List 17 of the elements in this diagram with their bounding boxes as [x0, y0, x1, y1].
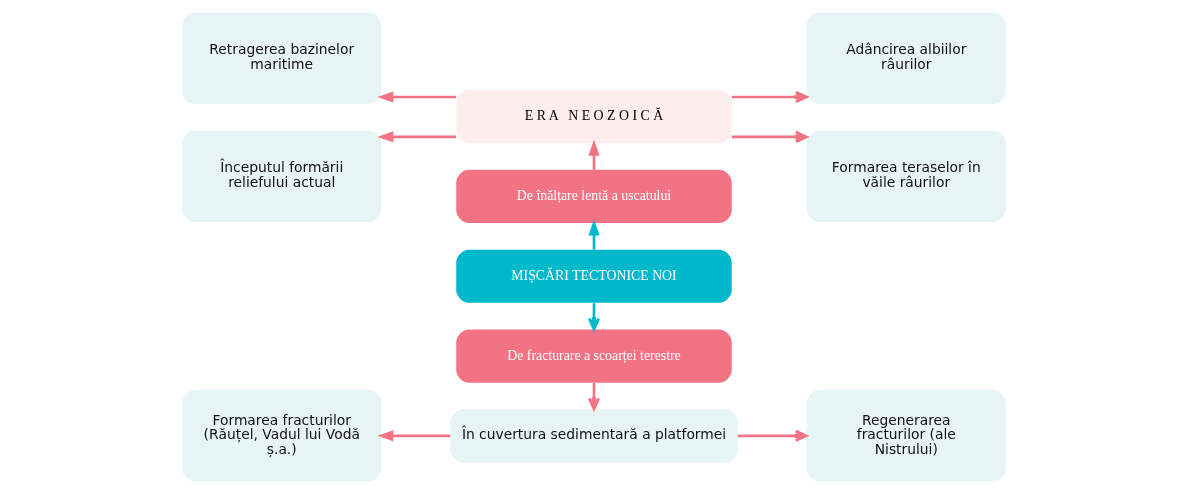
node-box: Începutul formării reliefului actual: [181, 130, 381, 222]
arrow: [731, 90, 808, 104]
node-box: În cuvertura sedimentară a platformei: [449, 409, 738, 463]
node-box: Retragerea bazinelor maritime: [181, 12, 381, 104]
arrow: [376, 430, 450, 442]
arrow: [376, 131, 456, 143]
node-box: De înălțare lentă a uscatului: [455, 169, 732, 224]
arrow: [731, 130, 808, 143]
arrow: [737, 429, 808, 442]
node-box: Adâncirea albiilor râurilor: [806, 12, 1006, 104]
node-box: MIȘCĂRI TECTONICE NOI: [455, 249, 732, 303]
node-box: E R A N E O Z O I C Ă: [455, 90, 732, 144]
node-box: De fracturare a scoarței terestre: [455, 329, 732, 383]
node-box: Formarea teraselor în văile râurilor: [806, 130, 1006, 222]
node-box: Regenerarea fracturilor (ale Nistrului): [806, 390, 1006, 482]
node-box: Formarea fracturilor (Răuțel, Vadul lui Vodă ș.a.): [181, 390, 381, 482]
arrow: [376, 91, 456, 103]
